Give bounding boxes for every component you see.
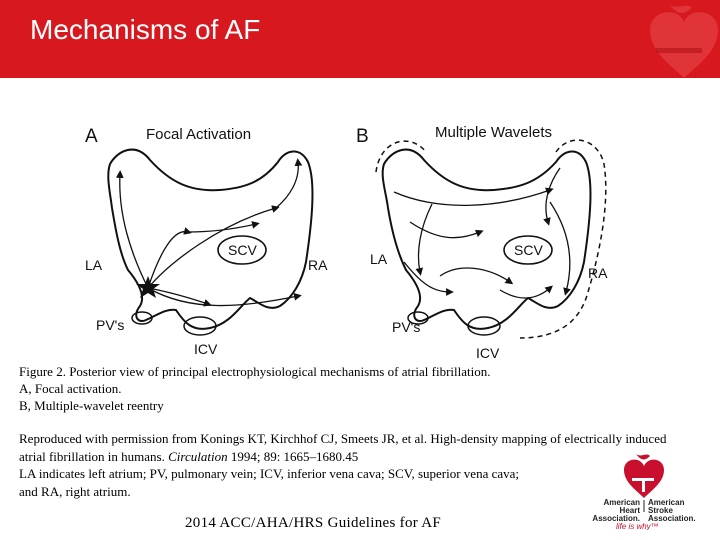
panel-b-wavelet-arrows xyxy=(393,167,571,299)
panel-a-activation-arrows xyxy=(115,158,303,307)
panel-b-pv-stub xyxy=(407,311,429,325)
slide-title: Mechanisms of AF xyxy=(30,14,261,45)
panel-a-title: Focal Activation xyxy=(146,126,251,143)
logo-left-line-2: Heart xyxy=(620,506,641,515)
credit-journal: Circulation xyxy=(168,448,228,464)
logo-left-line-3: Association. xyxy=(592,514,640,523)
logo-right-line-2: Stroke xyxy=(648,506,673,515)
panel-b-multiple-wavelets: B Multiple Wavelets SCV LA RA PV's ICV xyxy=(356,124,608,361)
panel-b-icv-stub xyxy=(467,316,501,336)
af-mechanisms-figure: A Focal Activation SCV LA RA PV's ICV B … xyxy=(85,124,608,361)
logo-tagline: life is why™ xyxy=(616,522,659,530)
logo-right-line-1: American xyxy=(648,498,685,507)
panel-b-scv-ring xyxy=(503,235,553,265)
panel-b-icv-label: ICV xyxy=(476,345,500,361)
panel-a-icv-stub xyxy=(183,316,217,336)
panel-a-letter: A xyxy=(85,126,98,147)
panel-a-icv-label: ICV xyxy=(194,341,218,357)
panel-a-pvs-label: PV's xyxy=(96,317,124,333)
panel-a-scv-ring xyxy=(217,235,267,265)
panel-b-dashed-outer-path xyxy=(375,139,607,339)
panel-a-atria-outline xyxy=(107,148,314,330)
logo-right-line-3: Association. xyxy=(648,514,696,523)
panel-b-la-label: LA xyxy=(370,251,388,267)
panel-b-title: Multiple Wavelets xyxy=(435,124,552,141)
footer-guideline-title: 2014 ACC/AHA/HRS Guidelines for AF xyxy=(185,515,442,531)
panel-b-ra-label: RA xyxy=(588,265,608,281)
panel-a-focal-activation: A Focal Activation SCV LA RA PV's ICV xyxy=(85,126,328,357)
title-bar: Mechanisms of AF xyxy=(0,0,720,78)
panel-b-pvs-label: PV's xyxy=(392,319,420,335)
panel-b-atria-outline xyxy=(381,148,592,330)
panel-b-scv-label: SCV xyxy=(514,242,543,258)
reference-credit: Reproduced with permission from Konings … xyxy=(19,430,679,500)
panel-a-la-label: LA xyxy=(85,257,103,273)
credit-citation: Reproduced with permission from Konings … xyxy=(19,430,679,465)
panel-a-scv-label: SCV xyxy=(228,242,257,258)
panel-a-pv-stub xyxy=(131,311,153,325)
aha-asa-logo: American Heart Association. American Str… xyxy=(592,454,696,530)
heart-torch-watermark-icon xyxy=(650,5,718,78)
logo-left-line-1: American xyxy=(604,498,641,507)
caption-line-3: B, Multiple-wavelet reentry xyxy=(19,398,164,413)
credit-text-1: Reproduced with permission from Konings … xyxy=(19,431,667,464)
panel-a-ra-label: RA xyxy=(308,257,328,273)
credit-abbreviations-end: and RA, right atrium. xyxy=(19,483,131,499)
caption-line-1: Figure 2. Posterior view of principal el… xyxy=(19,364,491,379)
credit-text-2: 1994; 89: 1665–1680.45 xyxy=(227,448,359,464)
panel-a-focal-star-icon xyxy=(136,276,160,298)
caption-line-2: A, Focal activation. xyxy=(19,381,122,396)
heart-torch-logo-icon xyxy=(624,454,664,498)
panel-b-letter: B xyxy=(356,126,369,147)
figure-caption: Figure 2. Posterior view of principal el… xyxy=(19,363,699,414)
credit-abbreviations: LA indicates left atrium; PV, pulmonary … xyxy=(19,466,520,481)
